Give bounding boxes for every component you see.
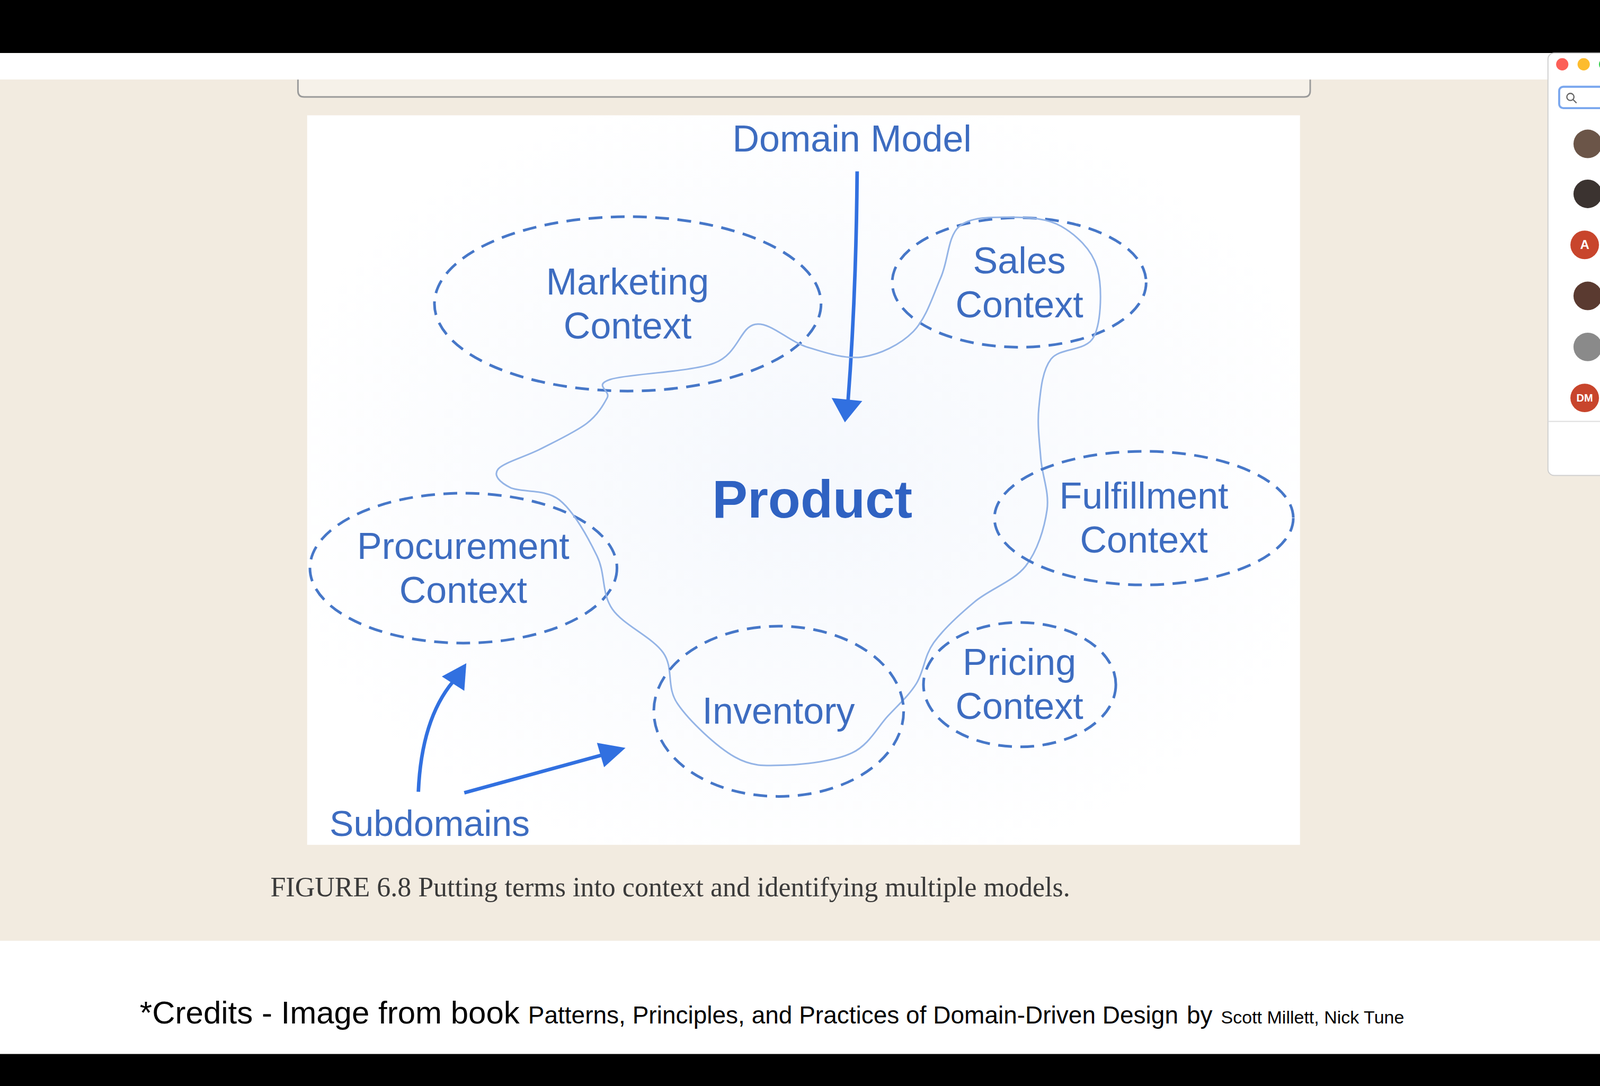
product-blob-line — [496, 217, 1101, 766]
domain-model-label: Domain Model — [732, 117, 972, 161]
bottom-black-bar — [0, 1054, 1600, 1086]
context-ellipse: Pricing Context — [921, 620, 1118, 749]
window-zoom-dot — [1598, 58, 1600, 71]
avatar-initials: A — [1579, 237, 1589, 253]
context-label: Inventory — [702, 689, 856, 734]
avatar-badge — [1570, 383, 1599, 413]
ellipse-outline — [921, 620, 1118, 749]
credits-text: *Credits - Image from book — [139, 993, 520, 1031]
context-ellipse: Marketing Context — [432, 215, 823, 393]
subdomains-label: Subdomains — [329, 802, 530, 844]
domain-model-arrow — [848, 171, 858, 403]
arrow-head — [831, 397, 863, 423]
ellipse-outline — [890, 216, 1148, 349]
book-authors: Scott Millett, Nick Tune — [1221, 1006, 1405, 1028]
subdomains-arrow — [464, 754, 602, 793]
chat-window — [1548, 52, 1600, 476]
window-minimize-dot — [1577, 58, 1590, 71]
window-separator — [1548, 420, 1600, 422]
avatar-photo — [1573, 281, 1600, 311]
search-icon — [1572, 99, 1577, 104]
avatar-initials: DM — [1576, 392, 1594, 405]
context-label: Pricing Context — [955, 640, 1083, 729]
context-ellipse: Procurement Context — [308, 491, 619, 645]
avatar-photo — [1573, 179, 1600, 209]
ellipse-outline — [432, 215, 823, 393]
ellipse-outline — [992, 449, 1295, 587]
credits-strip — [0, 940, 1600, 1055]
avatar-badge — [1570, 230, 1599, 260]
search-icon — [1566, 93, 1574, 101]
search-field — [1559, 86, 1600, 109]
box-border — [297, 79, 1311, 97]
credits-row: *Credits - Image from book Patterns, Prin… — [139, 993, 1405, 1031]
window-close-dot — [1556, 58, 1569, 71]
top-black-bar — [0, 0, 1600, 53]
avatar-photo — [1573, 129, 1600, 159]
arrow-head — [441, 663, 467, 691]
avatar-photo — [1573, 332, 1600, 362]
book-title: Patterns, Principles, and Practices of D… — [528, 1000, 1179, 1029]
top-white-strip — [0, 52, 1600, 80]
figure-panel — [307, 115, 1301, 846]
ellipse-outline — [308, 491, 619, 645]
context-label: Procurement Context — [357, 524, 570, 613]
page-ground — [0, 79, 1600, 941]
subdomains-arrow — [418, 681, 453, 793]
dashed-ellipse — [994, 451, 1294, 585]
figure-caption: FIGURE 6.8 Putting terms into context an… — [270, 870, 1070, 903]
dashed-ellipse — [434, 216, 822, 391]
context-label: Marketing Context — [546, 260, 709, 349]
context-ellipse: Fulfillment Context — [992, 449, 1295, 587]
product-label: Product — [712, 468, 913, 530]
context-ellipse: Inventory — [652, 624, 906, 798]
arrow-head — [597, 742, 626, 768]
context-label: Sales Context — [955, 238, 1083, 327]
dashed-ellipse — [653, 626, 904, 797]
context-ellipse: Sales Context — [890, 216, 1148, 349]
dashed-ellipse — [309, 493, 618, 644]
context-label: Fulfillment Context — [1059, 474, 1229, 563]
dashed-ellipse — [923, 622, 1116, 748]
credits-by: by — [1186, 1000, 1213, 1029]
box-fill — [297, 79, 1311, 97]
dashed-ellipse — [892, 217, 1146, 348]
